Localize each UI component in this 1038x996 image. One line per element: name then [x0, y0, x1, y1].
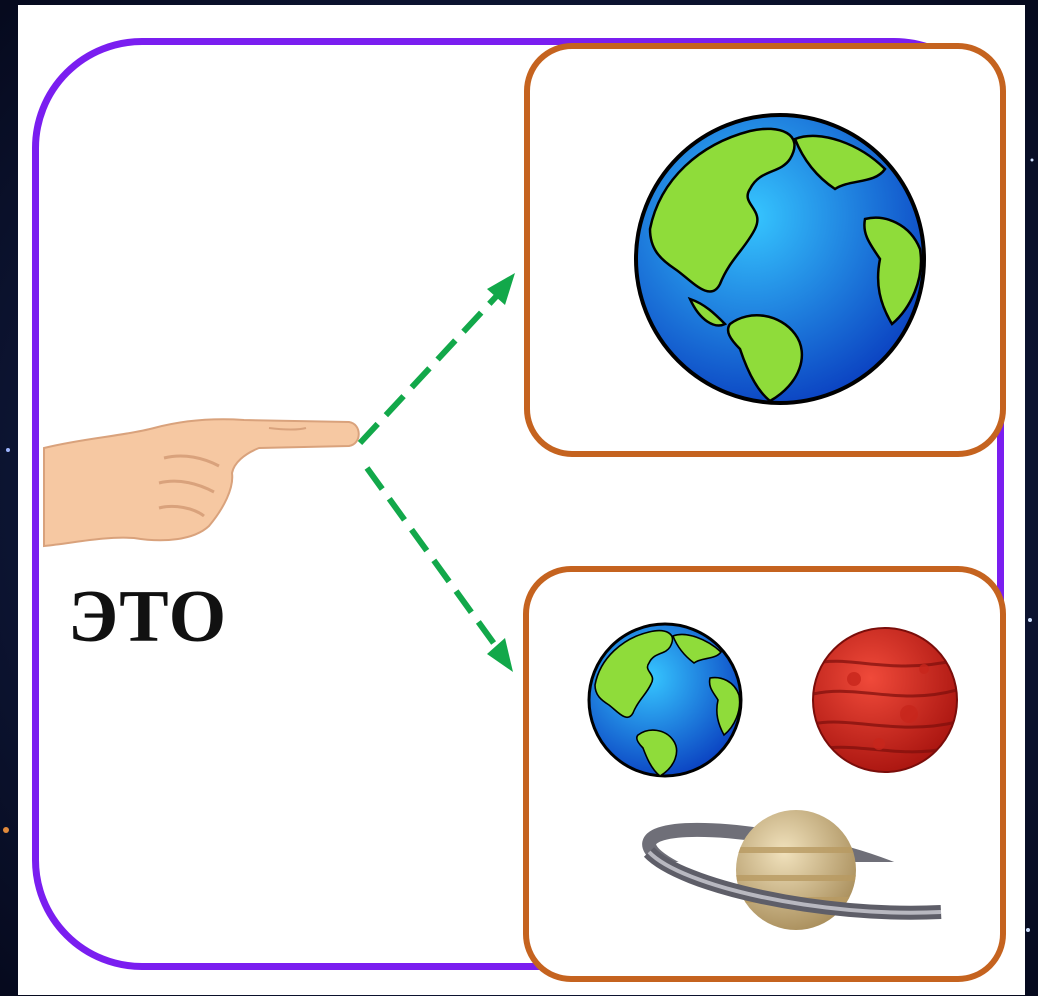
- arrow-up-right-icon: [357, 273, 515, 446]
- pointing-hand-icon: [43, 418, 360, 548]
- content-frame: [32, 38, 1004, 970]
- word-label: ЭТО: [68, 576, 228, 658]
- earth-icon: [634, 113, 926, 405]
- mars-icon: [812, 627, 958, 773]
- earth-icon: [587, 622, 743, 778]
- card-planets: [523, 566, 1006, 982]
- saturn-icon: [642, 810, 950, 930]
- card-single-earth: [524, 43, 1006, 457]
- arrow-down-right-icon: [364, 466, 513, 672]
